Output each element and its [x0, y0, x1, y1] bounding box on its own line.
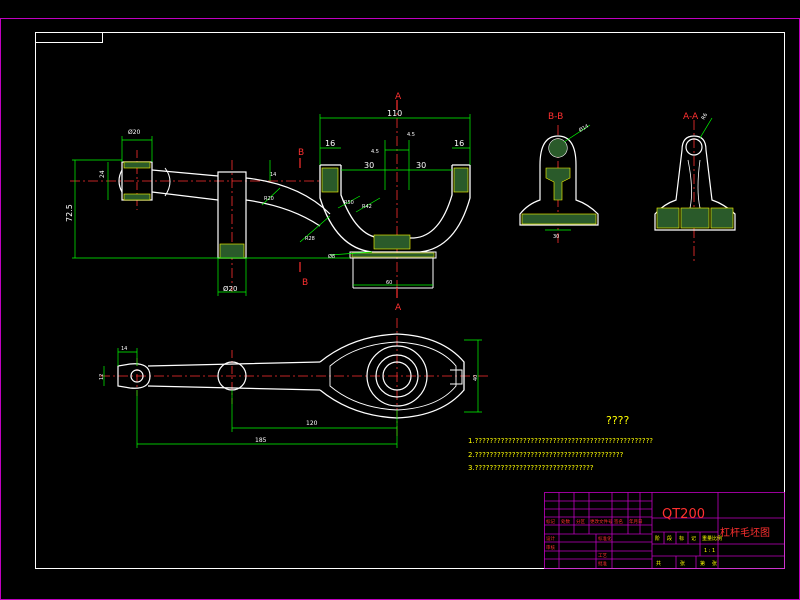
dim-right-flange: 16: [454, 139, 464, 148]
section-bb-title: B-B: [548, 112, 563, 122]
dim-overall-width: 110: [387, 109, 402, 118]
dim-outer-radius: R50: [344, 200, 354, 206]
section-aa-title: A-A: [683, 112, 699, 122]
title-scale: 1 : 1: [704, 548, 715, 554]
title-block: QT200 杠杆毛坯图 1 : 1 标记 处数 分区 更改文件号 签名 年月日 …: [544, 492, 785, 569]
dim-top-left-height: 12: [99, 374, 105, 380]
dim-right-offset: 30: [416, 161, 426, 170]
dim-small-1: 4.5: [371, 149, 379, 155]
title-row-label-4: 签名: [614, 518, 623, 525]
dim-top-left-small: 14: [121, 346, 127, 352]
title-check: 审核: [546, 544, 555, 551]
title-sheet-info-3: 张: [712, 560, 717, 567]
dim-small-3: 14: [270, 172, 276, 178]
technical-notes: ???? 1.?????????????????????????????????…: [468, 414, 653, 472]
title-material: QT200: [662, 507, 705, 522]
dim-top-right-height: 40: [473, 375, 479, 381]
title-row-label-5: 年月日: [629, 518, 643, 525]
dim-left-flange: 16: [325, 139, 335, 148]
title-stage-mark-0: 阶: [655, 535, 660, 542]
title-row-label-3: 更改文件号: [590, 518, 613, 525]
dim-boss-dia-bottom: Ø20: [223, 285, 237, 293]
section-a-bottom-label: A: [395, 303, 402, 313]
dim-left-height: 24: [99, 170, 106, 178]
code-box: [35, 32, 103, 43]
dim-bb-base: 30: [553, 234, 559, 240]
dim-left-offset: 30: [364, 161, 374, 170]
title-approve: 批准: [598, 560, 607, 567]
section-aa-view: [654, 117, 736, 262]
dim-height-total: 72.5: [65, 204, 74, 222]
drawing-frame: [35, 32, 785, 569]
dim-bb-dia: Ø14: [578, 123, 590, 134]
title-design: 设计: [546, 535, 555, 542]
title-sheet-info-2: 第: [700, 560, 705, 567]
dim-small-2: 4.5: [407, 132, 415, 138]
section-b-bottom-label: B: [302, 278, 308, 288]
title-row-label-0: 标记: [546, 518, 555, 525]
section-a-top-label: A: [395, 92, 402, 102]
section-bb-view: [519, 124, 599, 245]
dim-bore: Ø8: [328, 253, 335, 260]
title-row-label-1: 处数: [561, 518, 570, 525]
title-stage-mark-1: 段: [667, 535, 672, 542]
title-stage-mark-2: 标: [679, 535, 684, 542]
dim-top-mid-length: 120: [306, 420, 318, 427]
dim-inner-radius: R42: [362, 204, 372, 210]
title-sheet-info-1: 张: [680, 560, 685, 567]
top-view: [100, 318, 490, 448]
notes-line-2: 2.??????????????????????????????????????…: [468, 451, 624, 459]
title-sheet-info-0: 共: [656, 560, 661, 567]
dim-base-width: 60: [386, 280, 392, 286]
dim-aa-radius: R6: [701, 112, 710, 121]
title-row-label-2: 分区: [576, 518, 585, 525]
notes-line-1: 1.??????????????????????????????????????…: [468, 437, 653, 445]
title-stage-mark-5: 比例: [712, 535, 722, 542]
notes-line-3: 3.????????????????????????????????: [468, 464, 594, 472]
section-b-top-label: B: [298, 148, 304, 158]
title-process: 工艺: [598, 553, 607, 559]
notes-heading: ????: [606, 414, 630, 427]
front-view: [70, 100, 471, 298]
dim-boss-dia-top: Ø20: [128, 129, 141, 136]
title-standard: 标准化: [598, 535, 612, 542]
title-stage-mark-4: 重量: [702, 535, 712, 542]
title-drawing-name: 杠杆毛坯图: [720, 526, 770, 539]
dim-top-total-length: 185: [255, 437, 267, 444]
title-stage-mark-3: 记: [691, 535, 696, 542]
dim-arm-radius: R20: [264, 196, 274, 202]
dim-fork-bottom: R28: [305, 236, 315, 242]
